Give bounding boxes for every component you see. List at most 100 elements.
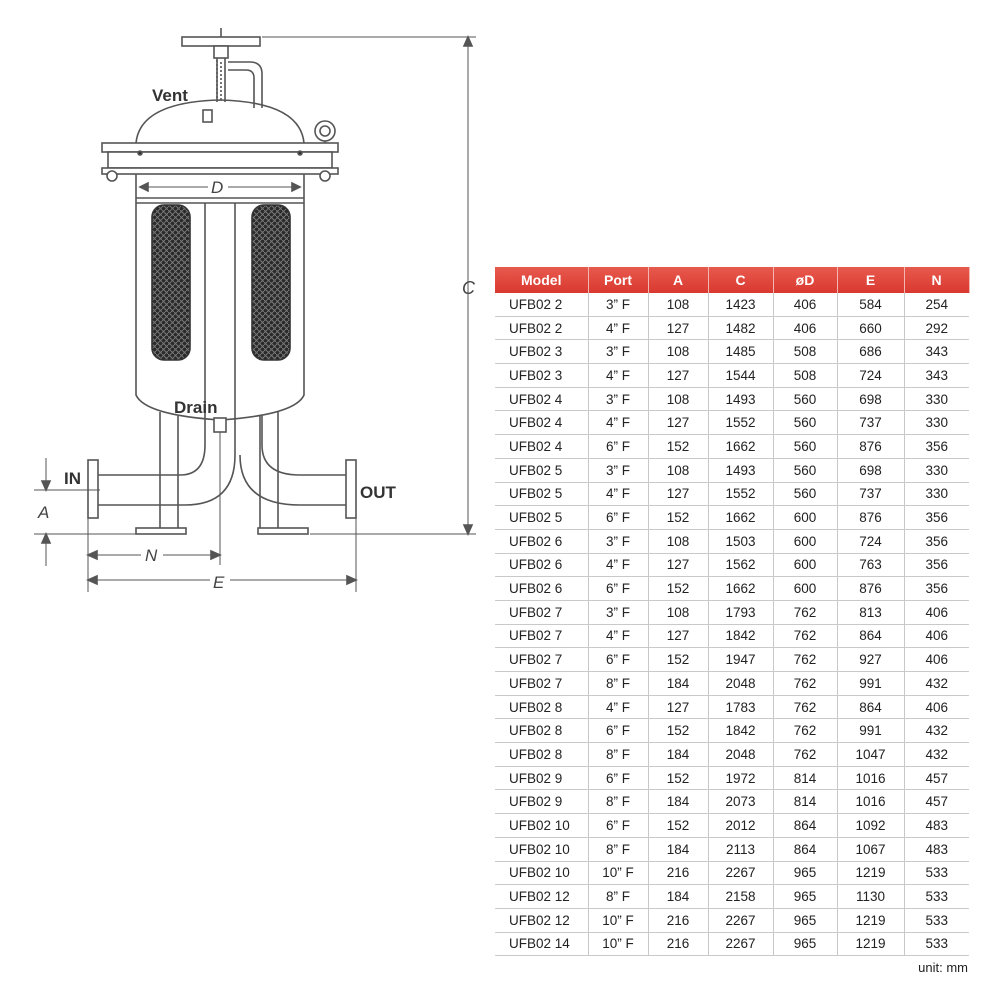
table-cell: 127 [647, 482, 708, 507]
table-cell: 698 [836, 458, 904, 483]
table-cell: 4” F [587, 316, 648, 341]
table-cell: 184 [647, 742, 708, 767]
table-cell: 3” F [587, 529, 648, 554]
outlet-label: OUT [360, 483, 397, 502]
table-cell: UFB02 4 [495, 387, 588, 412]
table-cell: 864 [772, 837, 837, 862]
table-cell: 152 [647, 505, 708, 530]
table-cell: 1130 [836, 884, 904, 909]
table-cell: UFB02 12 [495, 884, 588, 909]
table-cell: 4” F [587, 482, 648, 507]
table-cell: 330 [903, 482, 969, 507]
table-cell: 343 [903, 363, 969, 388]
table-cell: 108 [647, 387, 708, 412]
table-cell: 8” F [587, 789, 648, 815]
table-cell: 560 [772, 482, 837, 507]
table-cell: 508 [772, 363, 837, 388]
table-cell: 814 [772, 789, 837, 815]
table-header-row: Model Port A C øD E N [495, 267, 970, 293]
table-cell: 686 [836, 339, 904, 365]
table-cell: 737 [836, 482, 904, 507]
table-cell: 1662 [707, 434, 773, 459]
table-cell: UFB02 7 [495, 624, 588, 649]
table-cell: UFB02 3 [495, 363, 588, 388]
handwheel [181, 36, 261, 47]
table-cell: UFB02 14 [495, 932, 588, 957]
table-cell: 533 [903, 908, 969, 933]
table-cell: 762 [772, 695, 837, 720]
table-cell: 216 [647, 908, 708, 933]
dimension-a-label: A [37, 503, 49, 522]
table-cell: 560 [772, 387, 837, 412]
table-cell: 6” F [587, 766, 648, 791]
table-cell: 8” F [587, 671, 648, 696]
table-cell: 560 [772, 458, 837, 483]
table-cell: 6” F [587, 576, 648, 601]
table-cell: 991 [836, 671, 904, 696]
table-cell: UFB02 4 [495, 410, 588, 436]
table-cell: UFB02 10 [495, 861, 588, 886]
table-cell: 406 [772, 316, 837, 341]
table-cell: UFB02 10 [495, 813, 588, 838]
table-cell: 560 [772, 434, 837, 459]
table-cell: 8” F [587, 742, 648, 767]
table-cell: 184 [647, 671, 708, 696]
table-cell: 762 [772, 671, 837, 696]
table-cell: 763 [836, 553, 904, 578]
header-port: Port [588, 267, 649, 293]
table-cell: 1016 [836, 766, 904, 791]
outlet-pipe [239, 416, 346, 506]
table-cell: 432 [903, 742, 969, 767]
table-cell: 8” F [587, 884, 648, 909]
flange-plate [101, 142, 339, 153]
table-cell: UFB02 3 [495, 339, 588, 365]
table-cell: 152 [647, 647, 708, 672]
table-cell: 533 [903, 932, 969, 957]
table-cell: 152 [647, 813, 708, 838]
table-cell: 330 [903, 458, 969, 483]
table-cell: UFB02 8 [495, 695, 588, 720]
table-cell: 1842 [707, 718, 773, 744]
table-cell: 127 [647, 624, 708, 649]
table-cell: 432 [903, 718, 969, 744]
table-cell: 762 [772, 742, 837, 767]
table-cell: 1067 [836, 837, 904, 862]
table-cell: 152 [647, 576, 708, 601]
table-cell: 600 [772, 553, 837, 578]
table-cell: UFB02 4 [495, 434, 588, 459]
header-diameter: øD [773, 267, 838, 293]
table-cell: 356 [903, 553, 969, 578]
table-cell: 1219 [836, 861, 904, 886]
inlet-flange [87, 459, 99, 519]
table-cell: 1947 [707, 647, 773, 672]
table-cell: 762 [772, 647, 837, 672]
vent-label: Vent [152, 86, 188, 105]
table-cell: UFB02 8 [495, 742, 588, 767]
table-cell: 343 [903, 339, 969, 365]
table-cell: 2267 [707, 932, 773, 957]
table-cell: 2012 [707, 813, 773, 838]
table-cell: 152 [647, 766, 708, 791]
table-cell: 184 [647, 837, 708, 862]
table-cell: 6” F [587, 434, 648, 459]
table-cell: 406 [903, 600, 969, 625]
table-cell: UFB02 5 [495, 458, 588, 483]
table-cell: 216 [647, 932, 708, 957]
table-cell: 1016 [836, 789, 904, 815]
